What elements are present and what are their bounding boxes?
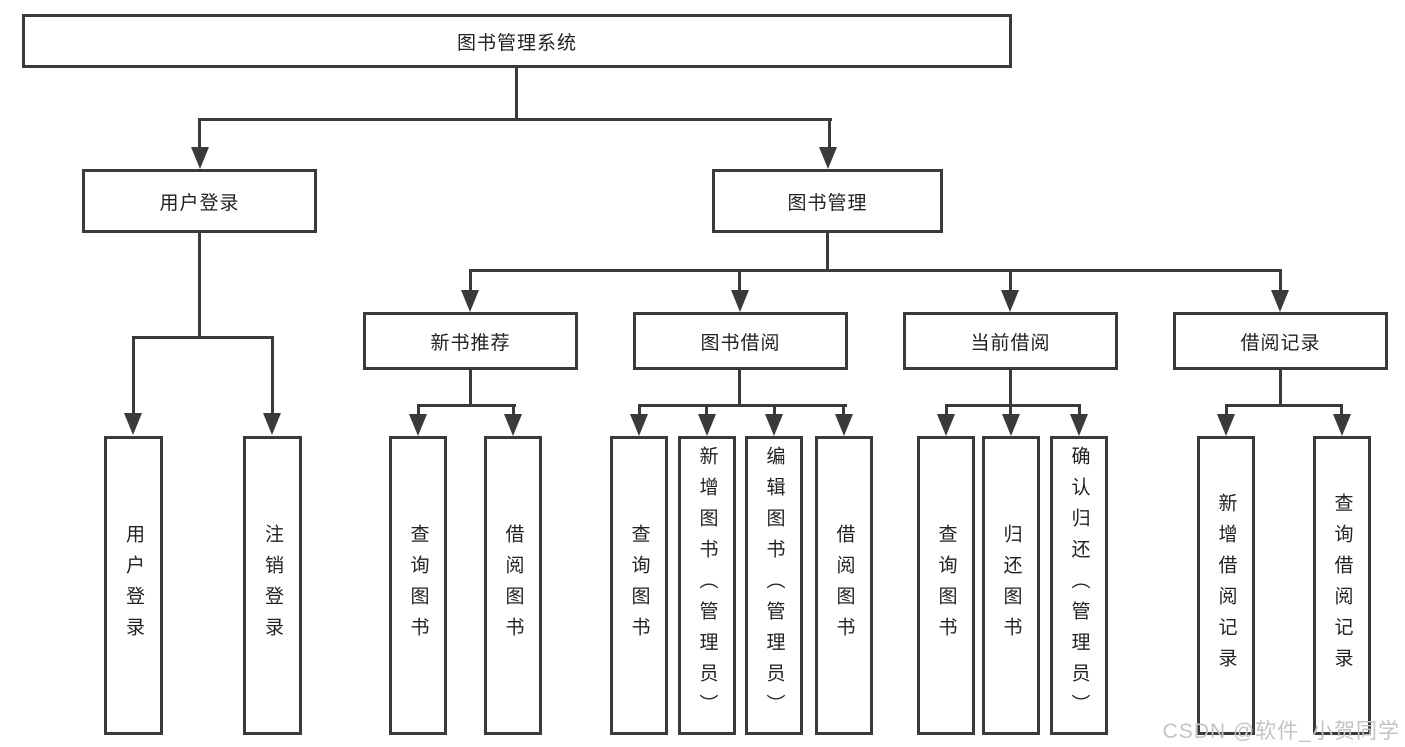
leaf-edit-books-admin-label: 编辑图书（管理员） (763, 446, 785, 725)
leaf-query-books-current-label: 查询图书 (935, 523, 957, 648)
connector-current-drop-3 (1078, 404, 1081, 415)
arrowhead-to-return-books (1002, 414, 1020, 436)
connector-book-mgmt-hbar (469, 269, 1282, 272)
node-current-borrow: 当前借阅 (903, 312, 1118, 370)
connector-root-stem (515, 68, 518, 120)
leaf-edit-books-admin: 编辑图书（管理员） (745, 436, 803, 735)
leaf-query-books-current: 查询图书 (917, 436, 975, 735)
arrowhead-to-add-books-admin (698, 414, 716, 436)
arrowhead-to-leaf-user-login (124, 413, 142, 435)
node-book-management-label: 图书管理 (787, 192, 868, 214)
arrowhead-to-leaf-logout (263, 413, 281, 435)
node-new-book-recommend-label: 新书推荐 (430, 332, 511, 354)
connector-root-hbar (198, 118, 832, 121)
leaf-logout: 注销登录 (243, 436, 302, 735)
csdn-watermark: CSDN @软件_小贺同学 (1162, 720, 1400, 743)
arrowhead-to-borrow-books-recommend (504, 414, 522, 436)
node-new-book-recommend: 新书推荐 (363, 312, 578, 370)
connector-recommend-drop-2 (512, 404, 515, 415)
arrowhead-to-add-borrow-record (1217, 414, 1235, 436)
leaf-query-books-borrow-label: 查询图书 (628, 523, 650, 648)
leaf-return-books: 归还图书 (982, 436, 1040, 735)
connector-current-drop-1 (945, 404, 948, 415)
connector-book-mgmt-drop-2 (738, 269, 741, 292)
connector-record-drop-2 (1340, 404, 1343, 415)
leaf-confirm-return-admin: 确认归还（管理员） (1050, 436, 1108, 735)
leaf-user-login: 用户登录 (104, 436, 163, 735)
leaf-borrow-books: 借阅图书 (815, 436, 873, 735)
leaf-add-books-admin-label: 新增图书（管理员） (696, 446, 718, 725)
node-book-borrow-label: 图书借阅 (700, 332, 781, 354)
arrowhead-to-user-login (191, 147, 209, 169)
connector-record-hbar (1225, 404, 1343, 407)
node-root-system: 图书管理系统 (22, 14, 1012, 68)
leaf-user-login-label: 用户登录 (123, 523, 144, 648)
connector-book-mgmt-stem (826, 232, 829, 272)
connector-borrow-hbar (638, 404, 847, 407)
connector-root-drop-left (198, 118, 201, 150)
connector-user-login-drop-1 (132, 336, 135, 414)
connector-record-stem (1279, 370, 1282, 406)
connector-book-mgmt-drop-1 (469, 269, 472, 292)
connector-recommend-drop-1 (417, 404, 420, 415)
connector-book-mgmt-drop-4 (1279, 269, 1282, 292)
connector-recommend-stem (469, 370, 472, 406)
leaf-query-books-borrow: 查询图书 (610, 436, 668, 735)
node-user-login-branch: 用户登录 (82, 169, 317, 233)
arrowhead-to-confirm-return-admin (1070, 414, 1088, 436)
leaf-return-books-label: 归还图书 (1000, 523, 1022, 648)
arrowhead-to-query-books-current (937, 414, 955, 436)
leaf-borrow-books-label: 借阅图书 (833, 523, 855, 648)
arrowhead-to-edit-books-admin (765, 414, 783, 436)
arrowhead-to-current-borrow (1001, 290, 1019, 312)
node-book-borrow: 图书借阅 (633, 312, 848, 370)
leaf-query-borrow-record-label: 查询借阅记录 (1331, 492, 1353, 679)
leaf-borrow-books-recommend: 借阅图书 (484, 436, 542, 735)
connector-current-stem (1009, 370, 1012, 406)
leaf-add-borrow-record-label: 新增借阅记录 (1215, 492, 1237, 679)
leaf-borrow-books-recommend-label: 借阅图书 (502, 523, 524, 648)
node-root-label: 图书管理系统 (456, 32, 577, 54)
leaf-logout-label: 注销登录 (262, 523, 283, 648)
node-borrow-record: 借阅记录 (1173, 312, 1388, 370)
arrowhead-to-book-management (819, 147, 837, 169)
connector-book-mgmt-drop-3 (1009, 269, 1012, 292)
leaf-add-books-admin: 新增图书（管理员） (678, 436, 736, 735)
connector-borrow-stem (738, 370, 741, 406)
connector-borrow-drop-3 (773, 404, 776, 415)
connector-borrow-drop-2 (705, 404, 708, 415)
leaf-query-borrow-record: 查询借阅记录 (1313, 436, 1371, 735)
node-book-management-branch: 图书管理 (712, 169, 943, 233)
connector-borrow-drop-4 (842, 404, 845, 415)
node-current-borrow-label: 当前借阅 (970, 332, 1051, 354)
connector-root-drop-right (828, 118, 831, 150)
leaf-query-books-recommend-label: 查询图书 (407, 523, 429, 648)
leaf-confirm-return-admin-label: 确认归还（管理员） (1068, 446, 1090, 725)
connector-user-login-drop-2 (271, 336, 274, 414)
leaf-query-books-recommend: 查询图书 (389, 436, 447, 735)
connector-borrow-drop-1 (638, 404, 641, 415)
connector-current-hbar (945, 404, 1081, 407)
arrowhead-to-query-books-recommend (409, 414, 427, 436)
arrowhead-to-query-borrow-record (1333, 414, 1351, 436)
connector-current-drop-2 (1009, 404, 1012, 415)
arrowhead-to-book-borrow (731, 290, 749, 312)
arrowhead-to-new-book-recommend (461, 290, 479, 312)
arrowhead-to-query-books-borrow (630, 414, 648, 436)
arrowhead-to-borrow-record (1271, 290, 1289, 312)
node-user-login-label: 用户登录 (159, 192, 240, 214)
connector-recommend-hbar (417, 404, 516, 407)
connector-user-login-stem (198, 233, 201, 338)
connector-record-drop-1 (1225, 404, 1228, 415)
arrowhead-to-borrow-books (835, 414, 853, 436)
node-borrow-record-label: 借阅记录 (1240, 332, 1321, 354)
connector-user-login-hbar (132, 336, 274, 339)
leaf-add-borrow-record: 新增借阅记录 (1197, 436, 1255, 735)
